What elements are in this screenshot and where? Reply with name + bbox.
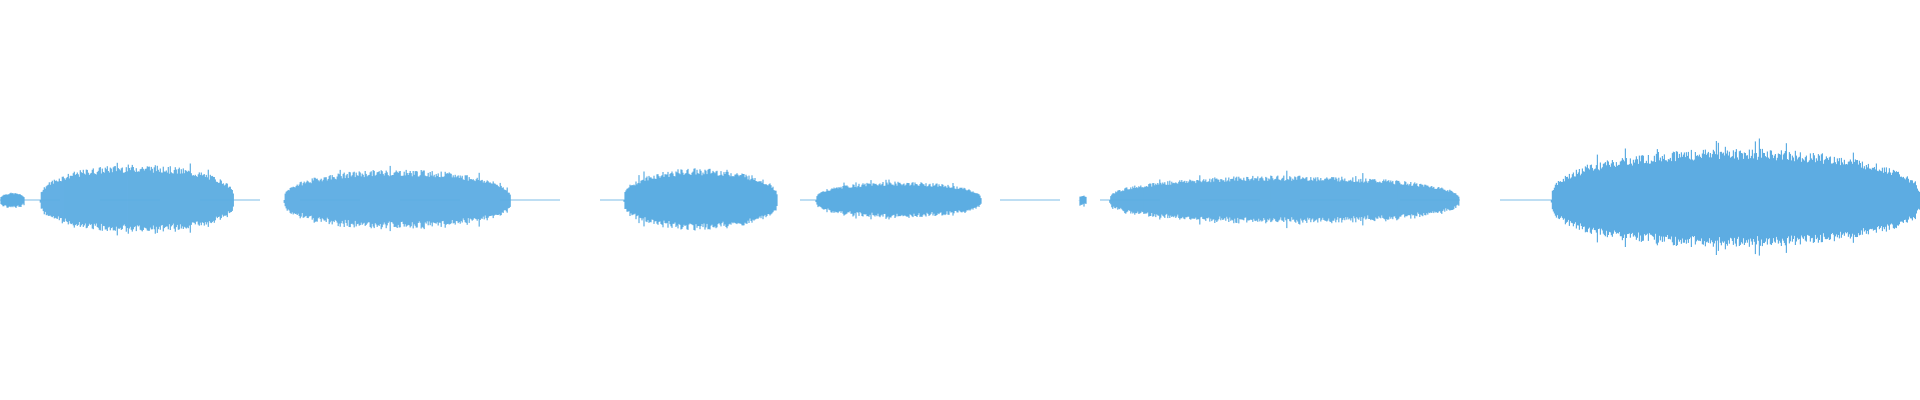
waveform-segment	[0, 192, 25, 208]
waveform-segment	[39, 162, 234, 236]
waveform-segment	[1550, 138, 1920, 256]
waveform-segment	[623, 168, 778, 231]
waveform-segment	[815, 179, 982, 220]
waveform-segment	[283, 165, 511, 232]
waveform-segment	[1078, 195, 1087, 207]
waveform-segment	[1109, 170, 1460, 229]
